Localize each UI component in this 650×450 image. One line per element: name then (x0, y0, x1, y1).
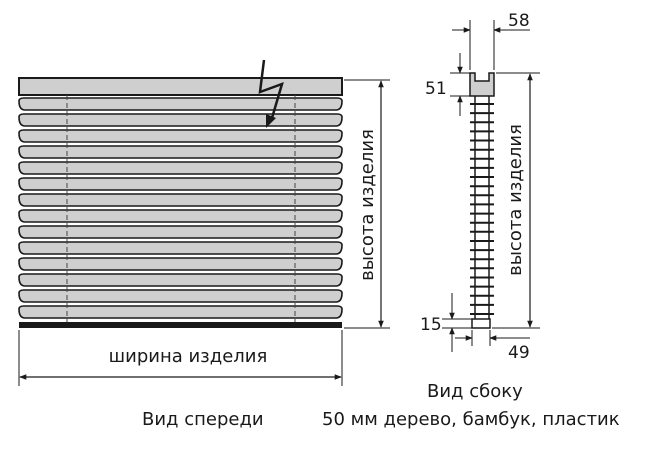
slat (18, 257, 343, 271)
slat (18, 305, 343, 319)
slat (18, 161, 343, 175)
side-view-caption: Вид сбоку (427, 381, 523, 402)
side-bottom-rail (471, 318, 491, 329)
slat (18, 97, 343, 111)
slat (18, 273, 343, 287)
break-symbol-icon (258, 59, 284, 119)
slat (18, 209, 343, 223)
side-view: 58 51 15 49 высота изделия (420, 11, 540, 363)
front-height-label: высота изделия (357, 129, 378, 281)
head-rail (18, 77, 343, 96)
dim-top-height: 51 (425, 79, 447, 99)
break-arrowhead-icon (266, 114, 276, 128)
slat (18, 129, 343, 143)
slat (18, 289, 343, 303)
width-label: ширина изделия (109, 346, 268, 367)
front-view-caption: Вид спереди (142, 409, 264, 430)
dim-top-width: 58 (508, 11, 530, 31)
side-slats (470, 103, 494, 315)
slat (18, 177, 343, 191)
slat (18, 145, 343, 159)
side-height-label: высота изделия (505, 124, 526, 276)
front-view: ширина изделия высота изделия (18, 59, 390, 386)
slat (18, 225, 343, 239)
dim-bottom-width: 49 (508, 343, 530, 363)
slat (18, 113, 343, 127)
side-view-caption-materials: 50 мм дерево, бамбук, пластик (322, 409, 620, 430)
slat (18, 241, 343, 255)
dim-bottom-height: 15 (420, 315, 442, 335)
slats (18, 97, 343, 319)
slat (18, 193, 343, 207)
bottom-rail (19, 322, 342, 328)
side-head-rail (469, 72, 495, 97)
